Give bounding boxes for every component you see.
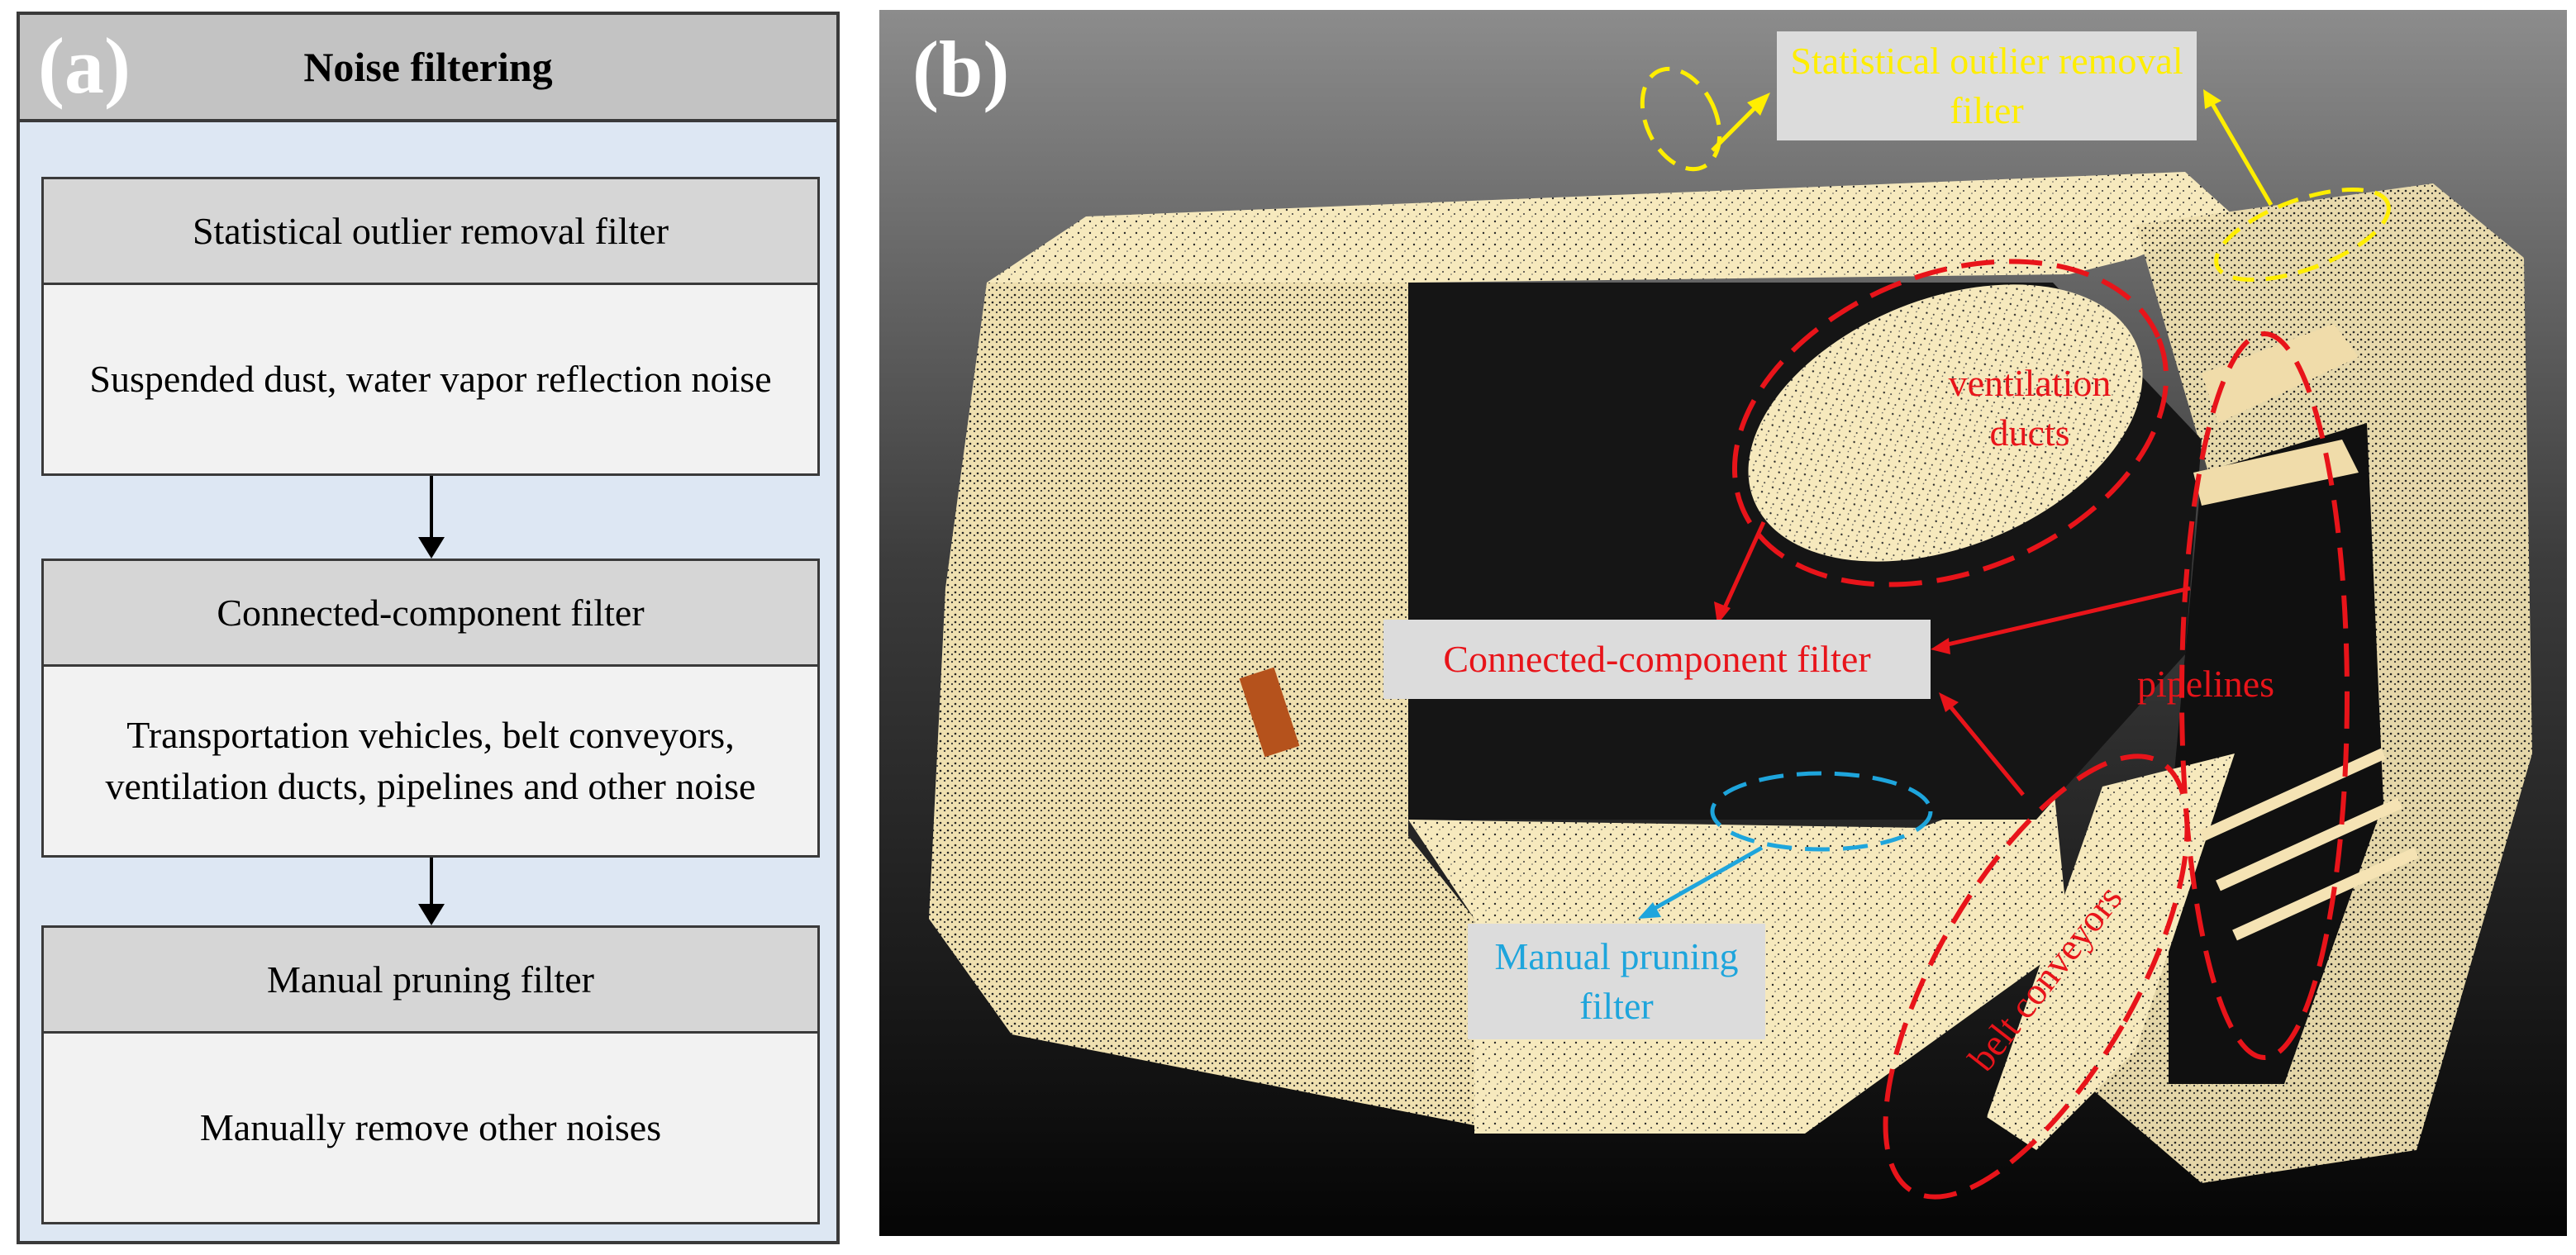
noise-filtering-flowchart: (a) Noise filtering Statistical outlier … — [17, 12, 840, 1244]
stage-manual-pruning: Manual pruning filter Manually remove ot… — [41, 925, 820, 1224]
stage-title: Statistical outlier removal filter — [44, 179, 817, 285]
point-cloud-panel: (b) Statistical outlier removal filter C… — [879, 10, 2567, 1236]
flowchart-header: (a) Noise filtering — [20, 15, 836, 122]
duct-ellipse — [1731, 259, 2169, 587]
label-ventilation-ducts: ventilation ducts — [1948, 362, 2112, 454]
pipeline-stripes — [2193, 324, 2359, 506]
panel-b-letter: (b) — [912, 25, 1010, 113]
belt-rails — [2199, 748, 2419, 941]
flow-arrow-2 — [418, 858, 445, 925]
outlier-ellipse-right — [2214, 187, 2391, 283]
pruning-arrow — [1646, 845, 1764, 915]
belt-conveyor-stripes — [1987, 753, 2235, 1150]
label-manual-pruning: Manual pruning filter — [1468, 924, 1765, 1039]
ventilation-duct — [1748, 284, 2143, 562]
tunnel-roof — [987, 172, 2235, 283]
flowchart-title: Noise filtering — [303, 44, 553, 90]
stage-title: Connected-component filter — [44, 561, 817, 667]
stage-connected-component: Connected-component filter Transportatio… — [41, 559, 820, 858]
arrow-belt-to-ccf — [1944, 699, 2025, 796]
pipeline-ellipse — [2179, 331, 2350, 1060]
outlier-arrow-right — [2209, 101, 2274, 207]
stage-title: Manual pruning filter — [44, 928, 817, 1034]
stage-statistical-outlier: Statistical outlier removal filter Suspe… — [41, 177, 820, 476]
panel-a-letter: (a) — [38, 21, 131, 110]
tunnel-left-wall — [929, 283, 1474, 1125]
label-pipelines: pipelines — [2136, 663, 2275, 705]
arrow-pipe-to-ccf — [1940, 586, 2191, 649]
stage-description: Transportation vehicles, belt conveyors,… — [105, 714, 756, 807]
label-connected-component: Connected-component filter — [1383, 620, 1931, 699]
belt-ellipse — [1883, 753, 2190, 1200]
label-statistical-outlier: Statistical outlier removal filter — [1777, 31, 2197, 140]
pruning-ellipse — [1710, 771, 1933, 852]
flow-arrow-1 — [418, 476, 445, 559]
rust-patch — [1239, 667, 1300, 758]
outlier-ellipse-left — [1640, 66, 1722, 172]
stage-description: Manually remove other noises — [199, 1106, 662, 1148]
stage-description: Suspended dust, water vapor reflection n… — [89, 358, 772, 400]
arrow-duct-to-ccf — [1720, 521, 1766, 615]
